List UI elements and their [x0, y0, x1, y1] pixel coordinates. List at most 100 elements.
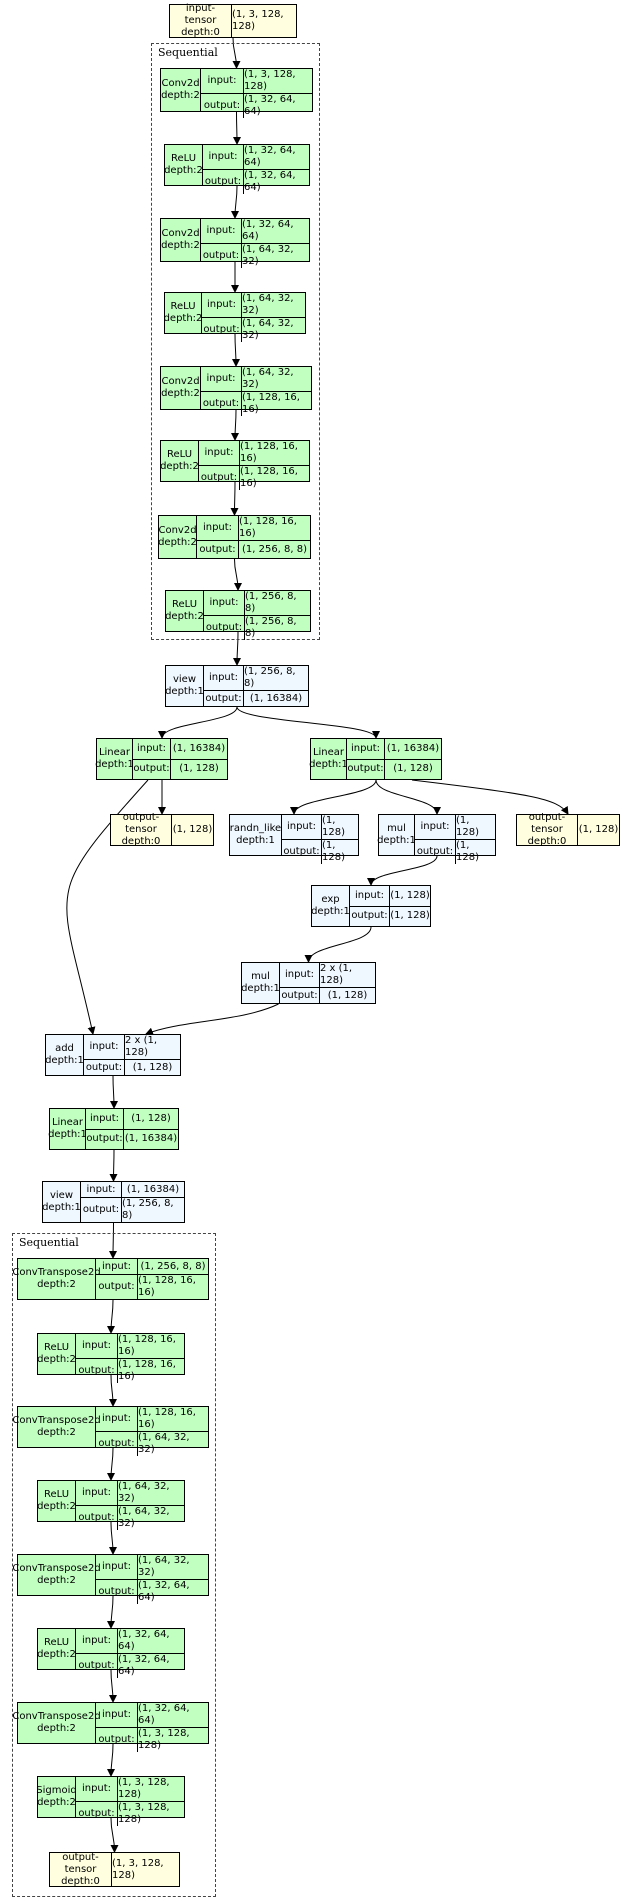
- input-row: input:(1, 64, 32, 32): [202, 293, 305, 317]
- input-row: input:(1, 32, 64, 64): [201, 219, 309, 243]
- input-key: input:: [280, 963, 320, 987]
- input-row: input:(1, 16384): [133, 739, 227, 759]
- output-key: output:: [350, 906, 390, 926]
- output-shape: (1, 256, 8, 8): [245, 616, 297, 639]
- output-key: output:: [203, 170, 244, 194]
- input-shape: (1, 128, 16, 16): [239, 516, 297, 539]
- io-table: input:(1, 128, 16, 16)output:(1, 128, 16…: [76, 1334, 184, 1383]
- node-depth: depth:0: [527, 836, 567, 847]
- output-shape: (1, 16384): [249, 692, 303, 704]
- output-key: output:: [282, 840, 322, 864]
- output-key: output:: [81, 1198, 122, 1222]
- node-depth: depth:0: [61, 1875, 100, 1887]
- node-name: mul: [251, 971, 270, 982]
- output-key: output:: [96, 1432, 138, 1456]
- input-row: input:(1, 128, 16, 16): [199, 441, 309, 465]
- node-depth: depth:0: [121, 836, 161, 847]
- output-key: output:: [199, 466, 240, 490]
- output-key: output:: [86, 1129, 124, 1149]
- node-depth: depth:2: [163, 313, 203, 324]
- output-shape: (1, 128): [393, 763, 433, 775]
- node-name: ConvTranspose2d: [12, 1415, 101, 1426]
- node-name: Linear: [51, 1117, 84, 1128]
- node-depth: depth:2: [37, 1723, 76, 1734]
- output-key: output:: [76, 1359, 118, 1383]
- node-depth: depth:2: [37, 1575, 76, 1586]
- output-row: output:(1, 32, 64, 64): [96, 1579, 208, 1604]
- node-depth: depth:2: [37, 1797, 76, 1808]
- input-row: input:(1, 16384): [81, 1182, 184, 1197]
- cluster-title: Sequential: [158, 46, 218, 59]
- input-key: input:: [76, 1777, 118, 1801]
- node-depth: depth:1: [377, 835, 416, 846]
- io-table: input:2 x (1, 128)output:(1, 128): [280, 963, 375, 1003]
- node-depth: depth:1: [241, 983, 280, 994]
- edge-enc_conv1-to-enc_relu1: [232, 111, 241, 145]
- input-key: input:: [96, 1259, 138, 1274]
- input-shape: (1, 256, 8, 8): [244, 666, 296, 689]
- input-key: input:: [96, 1407, 138, 1431]
- output-shape: (1, 64, 32, 32): [242, 318, 294, 341]
- node-name: Linear: [312, 747, 345, 758]
- output-row: output:(1, 256, 8, 8): [204, 615, 310, 640]
- input-shape: (1, 256, 8, 8): [140, 1260, 206, 1272]
- input-shape: (1, 16384): [126, 1183, 180, 1195]
- input-row: input:(1, 64, 32, 32): [76, 1481, 184, 1505]
- output-key: output:: [415, 840, 456, 864]
- io-table: input:(1, 128)output:(1, 128): [282, 815, 358, 864]
- input-row: input:(1, 32, 64, 64): [76, 1629, 184, 1653]
- input-shape: (1, 64, 32, 32): [242, 367, 294, 390]
- node-depth: depth:1: [42, 1202, 81, 1213]
- tensor-shape: (1, 3, 128, 128): [112, 1857, 164, 1881]
- cluster-title: Sequential: [19, 1236, 79, 1249]
- node-name: mul: [387, 823, 406, 834]
- io-table: input:(1, 64, 32, 32)output:(1, 64, 32, …: [76, 1481, 184, 1530]
- output-shape: (1, 128, 16, 16): [242, 392, 300, 415]
- node-depth: depth:2: [160, 461, 199, 472]
- output-key: output:: [96, 1275, 138, 1299]
- input-shape: (1, 128): [322, 815, 345, 838]
- io-table: input:(1, 128)output:(1, 128): [350, 886, 430, 926]
- output-row: output:(1, 128): [350, 905, 430, 926]
- input-key: input:: [76, 1629, 118, 1653]
- input-key: input:: [203, 145, 244, 169]
- decoder-sequential-cluster: Sequential: [12, 1233, 216, 1897]
- edge-linear_logvar-to-mul1: [375, 779, 441, 815]
- encoder-sequential-cluster: Sequential: [151, 43, 320, 640]
- node-depth: depth:1: [165, 686, 204, 697]
- node-name: ConvTranspose2d: [12, 1267, 101, 1278]
- edge-linear_dec-to-view2: [109, 1149, 118, 1182]
- tensor-shape: (1, 3, 128, 128): [232, 9, 284, 32]
- node-name: output-tensor: [62, 1851, 99, 1875]
- input-row: input:(1, 128): [282, 815, 358, 839]
- input-row: input:(1, 128): [86, 1109, 178, 1129]
- input-shape: (1, 64, 32, 32): [138, 1555, 190, 1578]
- output-shape: (1, 128, 16, 16): [138, 1275, 196, 1298]
- edge-dec_convt3-to-dec_relu3: [107, 1595, 116, 1629]
- output-row: output:(1, 16384): [204, 690, 308, 706]
- io-table: input:(1, 256, 8, 8)output:(1, 128, 16, …: [96, 1259, 208, 1299]
- output-key: output:: [280, 988, 320, 1003]
- node-depth: depth:0: [181, 27, 220, 38]
